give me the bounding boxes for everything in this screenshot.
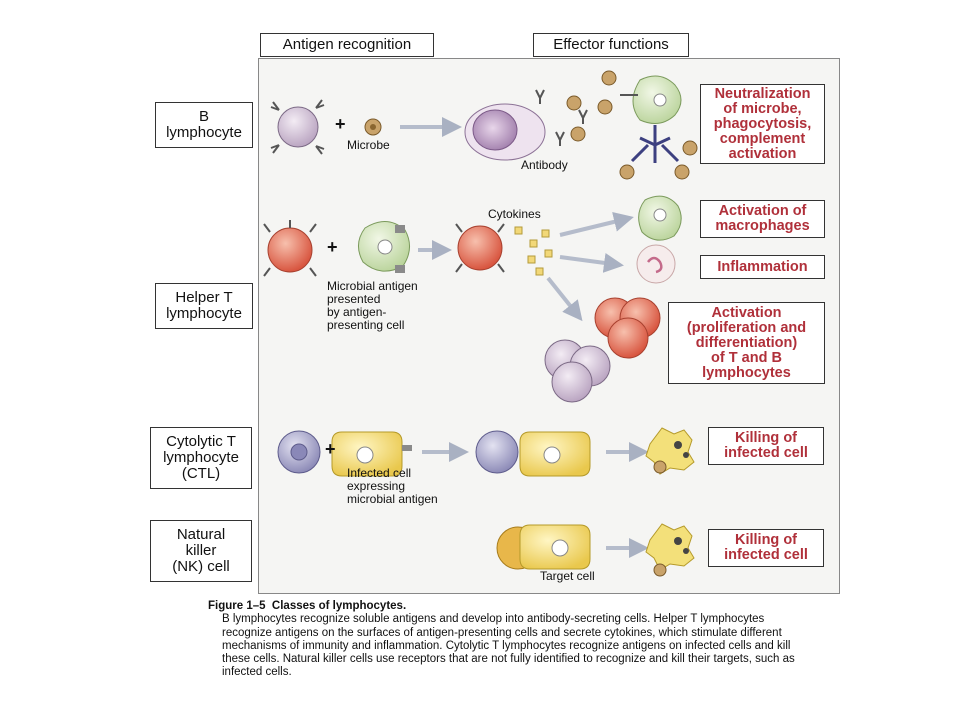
- killed-target-cell: [645, 523, 695, 577]
- function-neutralization: Neutralization of microbe, phagocytosis,…: [700, 84, 825, 164]
- function-activation-t-b: Activation (proliferation and differenti…: [668, 302, 825, 384]
- row-label-b-lymphocyte: B lymphocyte: [155, 102, 253, 148]
- plasma-cell: [464, 103, 546, 161]
- microbe-icon: [364, 118, 382, 136]
- arrow: [559, 212, 634, 237]
- function-inflammation: Inflammation: [700, 255, 825, 279]
- killed-cell: [645, 427, 695, 475]
- ctl-cell: [277, 430, 321, 474]
- figure-number: Figure 1–5: [208, 600, 266, 612]
- proliferating-b-cells: [544, 339, 611, 403]
- effector-functions-header: Effector functions: [533, 33, 689, 57]
- macrophage-phagocytosis: [620, 75, 682, 125]
- apc-cell: [358, 221, 410, 273]
- figure-caption-body: B lymphocytes recognize soluble antigens…: [222, 613, 795, 679]
- nk-cell: [496, 524, 591, 570]
- antigen-recognition-header: Antigen recognition: [260, 33, 434, 57]
- proliferating-t-cells: [594, 297, 661, 359]
- cytokines: [514, 226, 553, 276]
- plus-sign: +: [335, 114, 346, 134]
- ctl-binding: [475, 430, 591, 477]
- target-cell-label: Target cell: [540, 569, 595, 583]
- plus-sign: +: [325, 439, 336, 459]
- row-label-nk: Natural killer (NK) cell: [150, 520, 252, 582]
- activated-macrophage: [638, 195, 682, 241]
- plus-sign: +: [327, 237, 338, 257]
- row-label-ctl: Cytolytic T lymphocyte (CTL): [150, 427, 252, 489]
- arrow: [546, 276, 583, 322]
- function-activation-macrophages: Activation of macrophages: [700, 200, 825, 238]
- b-cell: [270, 99, 325, 155]
- antibody-cluster: [535, 89, 588, 146]
- microbial-antigen-label: Microbial antigen presented by antigen- …: [327, 279, 418, 332]
- inflammatory-cell: [636, 244, 676, 284]
- helper-t-cell: [263, 220, 317, 277]
- microbe-label: Microbe: [347, 138, 390, 152]
- infected-cell-label: Infected cell expressing microbial antig…: [347, 466, 438, 506]
- figure-caption: Figure 1–5 Classes of lymphocytes. B lym…: [208, 600, 808, 680]
- infected-cell: [331, 431, 412, 477]
- antibody-label: Antibody: [521, 158, 568, 172]
- opsonized-microbes: [566, 70, 698, 180]
- function-killing-nk: Killing of infected cell: [708, 529, 824, 567]
- arrow: [559, 252, 624, 273]
- figure-title: Classes of lymphocytes.: [271, 600, 407, 612]
- row-label-helper-t: Helper T lymphocyte: [155, 283, 253, 329]
- complement-complex: [630, 125, 680, 163]
- cytokines-label: Cytokines: [488, 207, 541, 221]
- function-killing-ctl: Killing of infected cell: [708, 427, 824, 465]
- activated-t-cell: [455, 223, 505, 273]
